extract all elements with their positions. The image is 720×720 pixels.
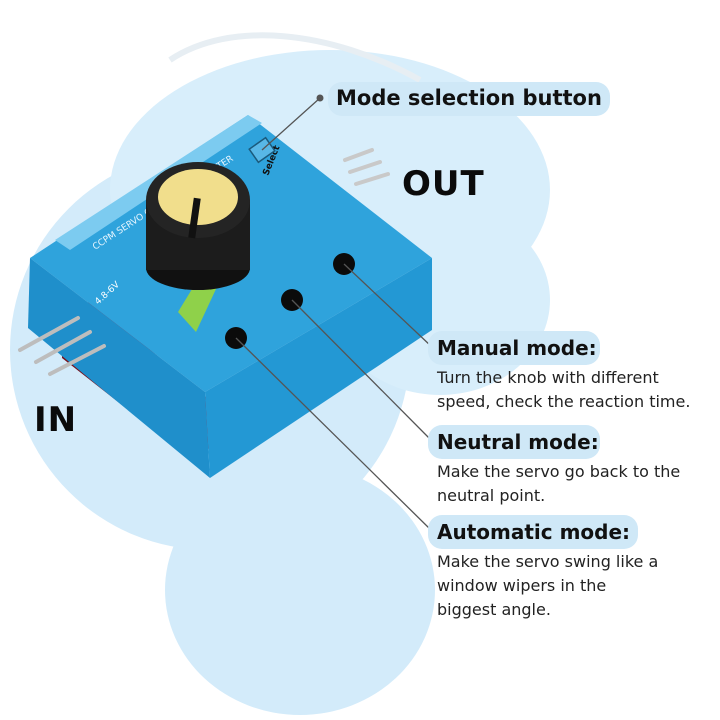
knob-cap — [158, 169, 238, 225]
automatic-mode-line-2: window wipers in the — [437, 576, 607, 595]
automatic-mode-line-1: Make the servo swing like a — [437, 552, 659, 571]
neutral-mode-line-1: Make the servo go back to the — [437, 462, 681, 481]
in-pins — [18, 316, 106, 376]
pill-manual — [428, 331, 600, 365]
background-blob-bottom — [165, 465, 435, 715]
device-side-face — [28, 258, 210, 478]
neutral-mode-title: Neutral mode: — [437, 430, 599, 454]
device-front-face — [205, 258, 432, 478]
manual-mode-line-2: speed, check the reaction time. — [437, 392, 691, 411]
wire-top — [168, 32, 422, 83]
manual-mode-line-1: Turn the knob with different — [437, 368, 659, 387]
pill-automatic — [428, 515, 638, 549]
manual-mode-title: Manual mode: — [437, 336, 597, 360]
automatic-mode-title: Automatic mode: — [437, 520, 631, 544]
in-label: IN — [34, 400, 78, 440]
pill-mode-selection — [328, 82, 610, 116]
out-label: OUT — [402, 164, 485, 204]
callout-lines — [235, 97, 433, 532]
mode-selection-label: Mode selection button — [336, 86, 602, 110]
knob-indicator — [188, 197, 201, 239]
pill-neutral — [428, 425, 600, 459]
out-pins — [343, 148, 390, 186]
automatic-mode-line-3: biggest angle. — [437, 600, 551, 619]
neutral-mode-line-2: neutral point. — [437, 486, 546, 505]
